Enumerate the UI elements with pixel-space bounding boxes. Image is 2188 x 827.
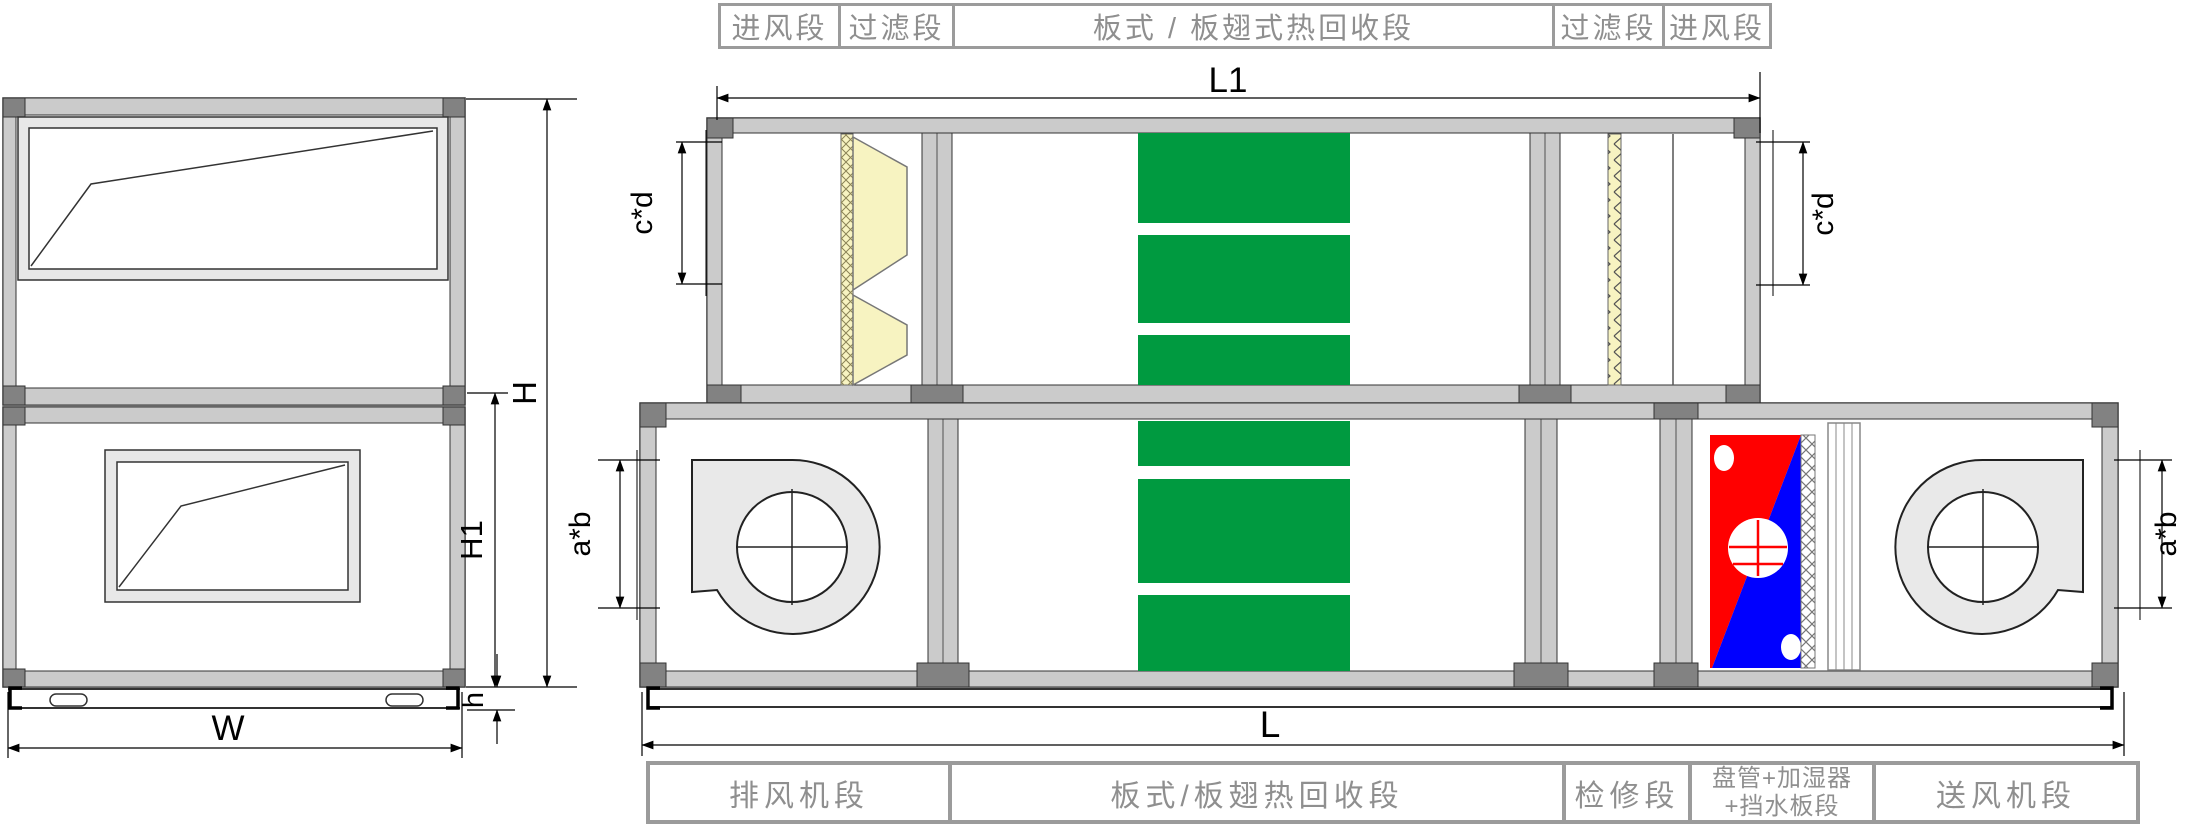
heat-exchanger-plates-upper: [1138, 133, 1350, 385]
bag-filter-pocket: [852, 135, 908, 292]
dimension-L-label: L: [1260, 704, 1281, 745]
corner-block: [442, 385, 466, 406]
dimension-cd-right-label: c*d: [1807, 192, 1840, 235]
junction-block: [1653, 402, 1699, 420]
corner-block: [442, 668, 466, 688]
section-label-filter-left: 过滤段: [838, 6, 952, 46]
end-view-lower-box: [2, 406, 466, 688]
dimension-W-label: W: [211, 709, 244, 748]
corner-block: [2, 406, 26, 426]
base-rail: [646, 686, 2114, 710]
intake-filter-section: [1607, 133, 1674, 386]
exhaust-filter-section: [840, 133, 908, 387]
lifting-slot: [385, 693, 424, 707]
dimension-H: H: [466, 98, 577, 688]
damper-blade-icon: [118, 464, 346, 588]
panel-filter-icon: [1608, 134, 1621, 385]
heat-exchanger-plates-lower: [1138, 421, 1350, 671]
corner-block: [639, 662, 667, 688]
section-label-heat-recovery-upper: 板式 / 板翅式热回收段: [952, 6, 1552, 46]
end-view: H H1 h W: [2, 97, 577, 758]
corner-block: [706, 117, 734, 139]
coil-port: [1781, 634, 1801, 660]
dimension-L1-label: L1: [1209, 61, 1248, 100]
lifting-slot: [49, 693, 88, 707]
corner-block: [2, 97, 26, 118]
coil-humidifier-section: [1710, 422, 1861, 671]
upper-unit-side-view: L1 c*d c*d: [626, 61, 1840, 420]
corner-block: [639, 402, 667, 428]
lower-unit-section-table: 排风机段 板式/板翅热回收段 检修段 盘管+加湿器 +挡水板段 送风机段: [646, 761, 2140, 824]
upper-unit-section-table: 进风段 过滤段 板式 / 板翅式热回收段 过滤段 进风段: [718, 3, 1772, 49]
lower-unit-side-view: L a*b a*b: [564, 402, 2183, 756]
dimension-h: h: [458, 654, 515, 744]
dimension-ab-left-label: a*b: [564, 511, 597, 556]
junction-block: [1513, 662, 1569, 688]
corner-block: [2091, 402, 2119, 428]
dimension-cd-left-label: c*d: [626, 191, 659, 234]
intake-louver-opening: [28, 127, 438, 270]
dimension-ab-left: a*b: [564, 450, 660, 620]
dimension-H1-label: H1: [454, 520, 489, 560]
dimension-h-label: h: [458, 692, 490, 708]
base-bracket: [2100, 686, 2114, 710]
damper-blade-icon: [30, 130, 434, 267]
supply-fan-icon: [1894, 458, 2084, 635]
section-label-exhaust-fan: 排风机段: [729, 779, 869, 813]
section-label-intake-left: 进风段: [731, 13, 828, 45]
section-label-coil-line1: 盘管+加湿器: [1711, 764, 1852, 792]
coil-port: [1714, 445, 1734, 471]
outlet-louver-opening: [116, 461, 349, 591]
corner-block: [2091, 662, 2119, 688]
eliminator-mesh-icon: [1801, 435, 1815, 668]
corner-block: [2, 668, 26, 688]
bag-filter-pocket: [852, 293, 908, 387]
dimension-ab-right-label: a*b: [2150, 511, 2183, 556]
section-label-coil-humidifier: 盘管+加湿器 +挡水板段: [1688, 765, 1872, 820]
base-bracket: [8, 686, 22, 710]
dimension-H1: H1: [454, 392, 508, 688]
end-view-base-rail: [8, 686, 460, 710]
end-view-upper-box: [2, 97, 466, 406]
dimension-cd-left: c*d: [626, 130, 722, 296]
mesh-filter-icon: [841, 134, 853, 385]
section-label-coil-line2: +挡水板段: [1724, 792, 1840, 820]
dimension-H-label: H: [506, 381, 543, 405]
base-bracket: [446, 686, 460, 710]
section-label-intake-right: 进风段: [1662, 6, 1769, 46]
water-baffle-icon: [1827, 422, 1861, 671]
dimension-ab-right: a*b: [2114, 450, 2183, 620]
section-label-filter-right: 过滤段: [1552, 6, 1662, 46]
corner-block: [442, 406, 466, 426]
exhaust-fan-icon: [691, 458, 881, 635]
section-label-service: 检修段: [1562, 765, 1688, 820]
dimension-L1: L1: [716, 61, 1761, 133]
base-bracket: [646, 686, 660, 710]
dimension-L: L: [641, 692, 2125, 756]
junction-block: [1653, 662, 1699, 688]
corner-block: [1733, 117, 1761, 139]
corner-block: [442, 97, 466, 118]
dimension-W: W: [7, 692, 463, 758]
junction-block: [916, 662, 970, 688]
section-label-supply-fan: 送风机段: [1872, 765, 2136, 820]
dimension-cd-right: c*d: [1756, 130, 1840, 296]
section-label-heat-recovery-lower: 板式/板翅热回收段: [948, 765, 1562, 820]
corner-block: [2, 385, 26, 406]
